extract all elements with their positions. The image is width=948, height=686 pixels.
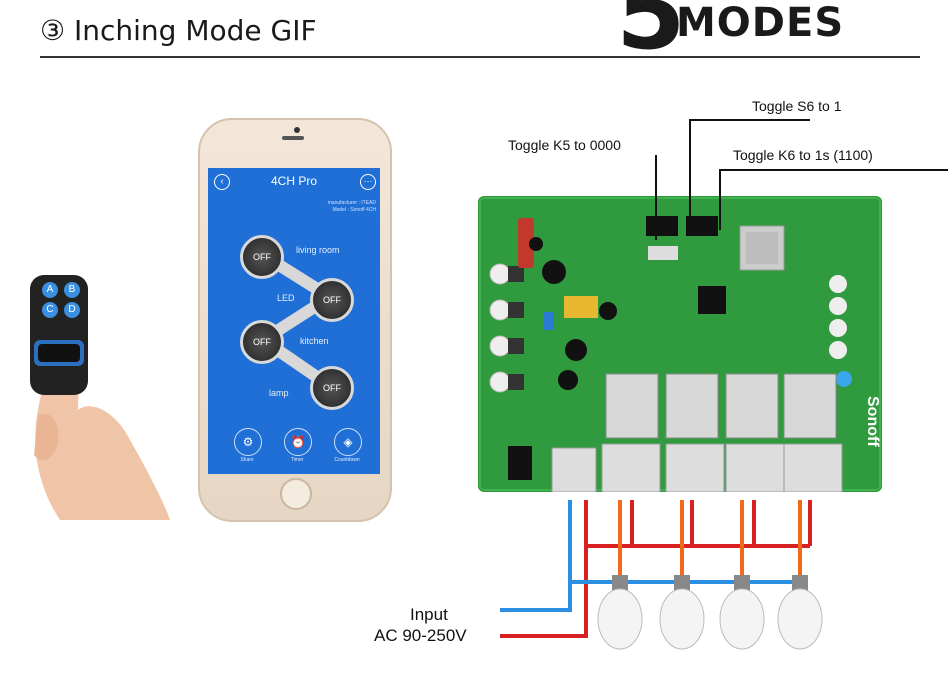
modes-badge-number: 5 <box>616 0 686 72</box>
channel-toggle-living-room[interactable]: OFF <box>240 235 284 279</box>
remote-button-c[interactable]: C <box>42 302 58 318</box>
side-buttons <box>489 263 524 393</box>
sonoff-4ch-pro-board: Sonoff <box>478 196 882 492</box>
phone-speaker-icon <box>282 136 304 140</box>
bulb-icon <box>659 575 705 650</box>
modes-badge-text: MODES <box>676 0 845 46</box>
svg-text:Sonoff: Sonoff <box>864 396 881 447</box>
remote-led-icon <box>34 340 84 366</box>
countdown-icon[interactable]: ◈ <box>334 428 362 456</box>
input-label: Input <box>410 605 448 624</box>
channel-connector-graphic <box>257 249 336 392</box>
tab-share[interactable]: Share <box>240 457 254 463</box>
light-bulbs <box>597 575 823 650</box>
back-chevron-icon[interactable]: ‹ <box>214 174 230 190</box>
tab-countdown[interactable]: Countdown <box>334 457 360 463</box>
channel-label-lamp: lamp <box>269 388 289 398</box>
bulb-icon <box>777 575 823 650</box>
meta-model: Model : Sonoff 4CH <box>332 207 376 213</box>
remote-button-b[interactable]: B <box>64 282 80 298</box>
channel-label-kitchen: kitchen <box>300 336 329 346</box>
meta-manufacturer: manufacturer : ITEAD <box>327 200 376 206</box>
bulb-icon <box>597 575 643 650</box>
bulb-icon <box>719 575 765 650</box>
home-button[interactable] <box>280 478 312 510</box>
callout-leaders <box>655 119 948 240</box>
remote-button-d[interactable]: D <box>64 302 80 318</box>
channel-toggle-kitchen[interactable]: OFF <box>240 320 284 364</box>
remote-button-a[interactable]: A <box>42 282 58 298</box>
phone-camera-icon <box>294 127 300 133</box>
timer-icon[interactable]: ⏰ <box>284 428 312 456</box>
channel-toggle-lamp[interactable]: OFF <box>310 366 354 410</box>
channel-label-living-room: living room <box>296 245 340 255</box>
page-title: ③ Inching Mode GIF <box>40 14 317 47</box>
rf-remote <box>30 275 88 395</box>
more-dots-icon[interactable]: ··· <box>360 174 376 190</box>
callout-toggle-k6: Toggle K6 to 1s (1100) <box>733 147 873 163</box>
app-title: 4CH Pro <box>270 174 317 188</box>
header-divider <box>40 56 920 58</box>
terminal-blocks <box>551 443 843 492</box>
voltage-label: AC 90-250V <box>374 626 467 645</box>
callout-toggle-s6: Toggle S6 to 1 <box>752 98 842 114</box>
tab-timer[interactable]: Timer <box>290 457 304 463</box>
dip-switches <box>646 216 718 260</box>
channel-toggle-led[interactable]: OFF <box>310 278 354 322</box>
callout-toggle-k5: Toggle K5 to 0000 <box>508 137 621 153</box>
relays <box>605 373 837 439</box>
device-meta: manufacturer : ITEAD Model : Sonoff 4CH <box>300 200 376 214</box>
channel-label-led: LED <box>277 293 295 303</box>
status-leds <box>829 275 852 387</box>
share-icon[interactable]: ⚙ <box>234 428 262 456</box>
